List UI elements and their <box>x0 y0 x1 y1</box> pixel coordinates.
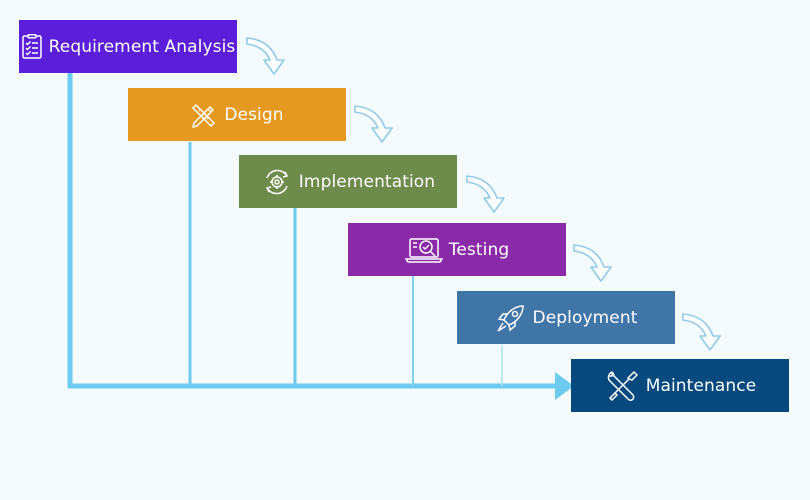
pencil-ruler-icon <box>190 101 218 129</box>
step-arrow-4 <box>573 244 612 282</box>
stage-label-maintenance: Maintenance <box>645 375 757 396</box>
stage-design: Design <box>128 88 346 141</box>
laptop-magnifier-icon <box>404 236 443 264</box>
stage-testing: Testing <box>348 223 566 276</box>
step-arrow-3 <box>466 175 505 213</box>
stage-label-deployment: Deployment <box>532 307 638 328</box>
step-arrow-5 <box>682 313 721 351</box>
stage-deployment: Deployment <box>457 291 675 344</box>
stage-label-design: Design <box>224 104 284 125</box>
checklist-icon <box>21 33 43 60</box>
rocket-icon <box>495 302 527 334</box>
stage-requirement-analysis: Requirement Analysis <box>19 20 237 73</box>
wrench-screwdriver-icon <box>604 368 640 404</box>
stage-implementation: Implementation <box>239 155 457 208</box>
gear-cycle-icon <box>261 166 293 198</box>
stage-label-implementation: Implementation <box>298 171 436 192</box>
stage-label-requirement-analysis: Requirement Analysis <box>48 36 236 57</box>
step-arrow-1 <box>246 37 285 75</box>
step-arrow-2 <box>354 105 393 143</box>
stage-label-testing: Testing <box>448 239 510 260</box>
timeline-arrowhead <box>555 372 574 400</box>
stage-maintenance: Maintenance <box>571 359 789 412</box>
